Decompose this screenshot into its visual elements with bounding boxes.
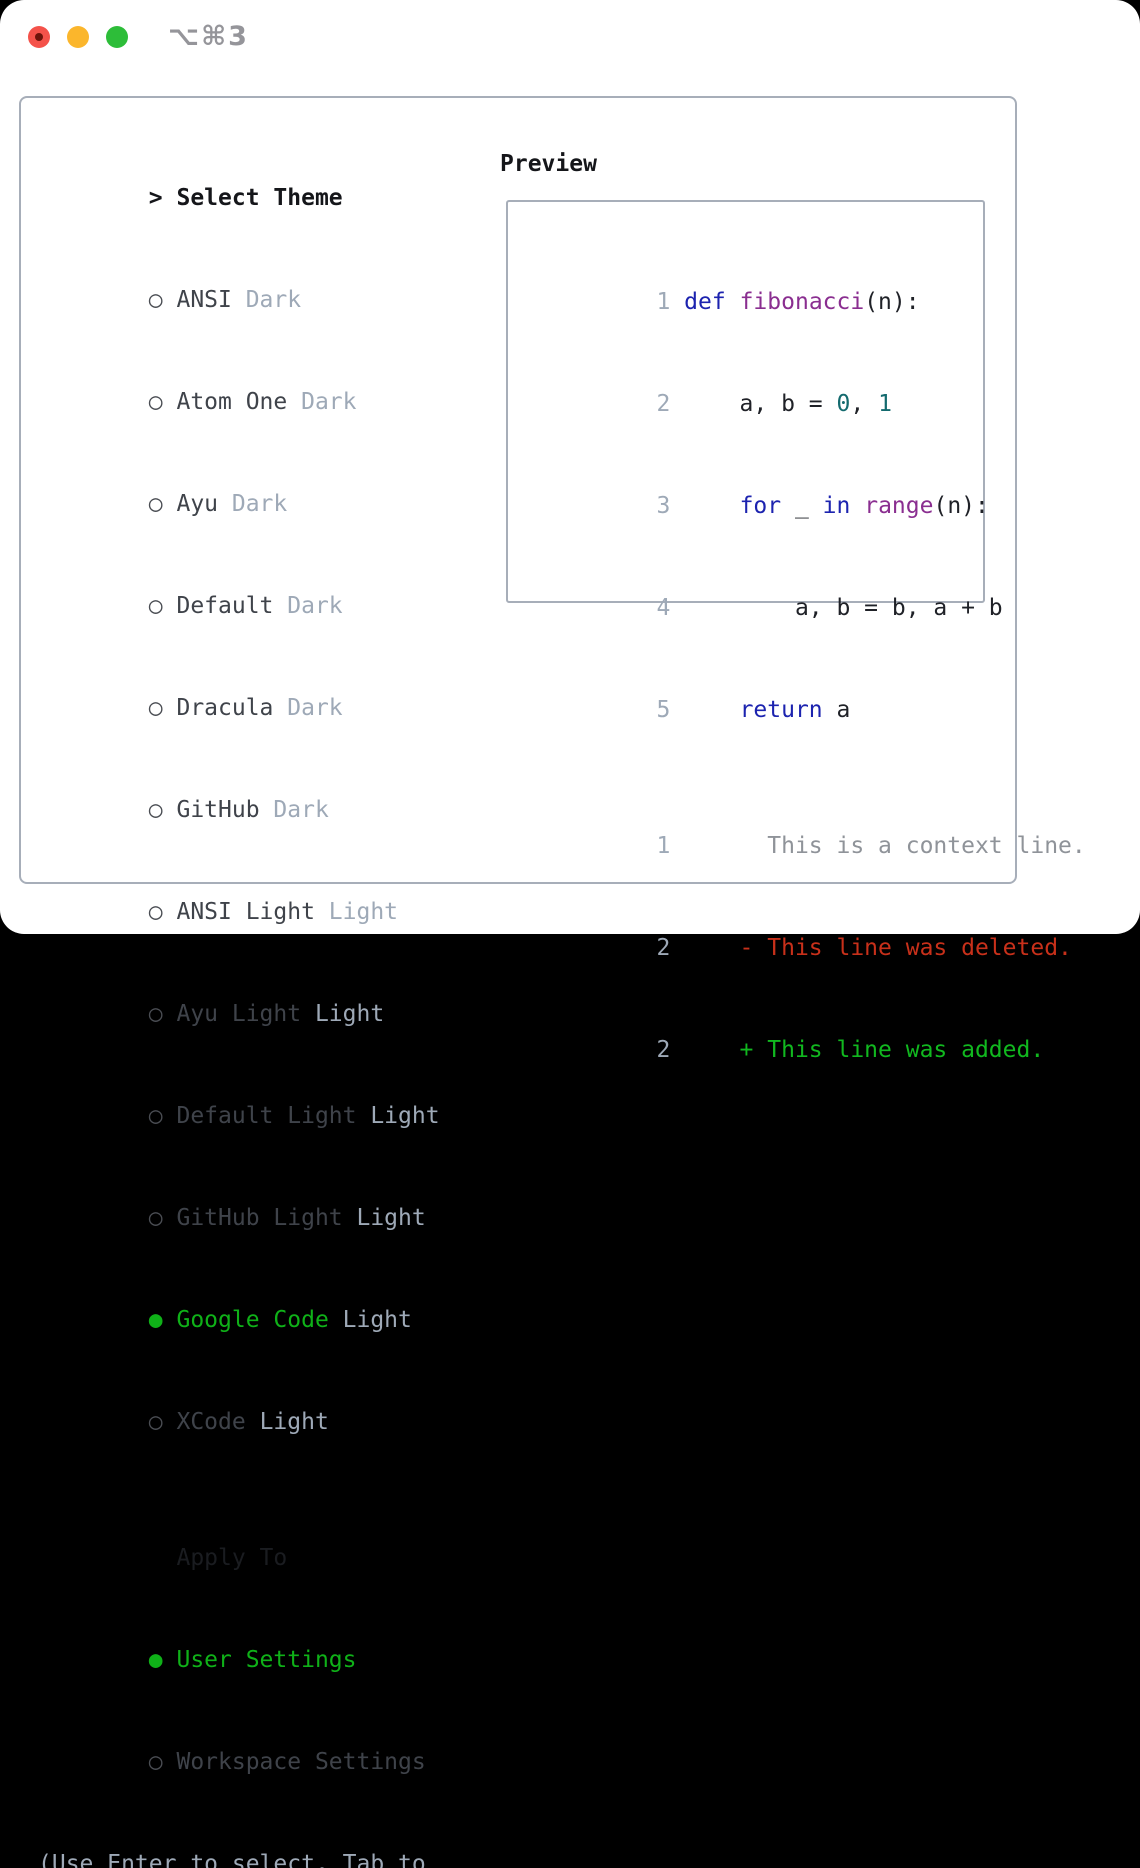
theme-variant: Light (342, 1307, 412, 1333)
line-number: 3 (656, 493, 671, 519)
theme-option-ansi-light[interactable]: ○ ANSI Light Light (38, 861, 440, 963)
radio-off-icon: ○ (148, 389, 163, 415)
theme-name: Ayu Light (176, 1001, 302, 1027)
theme-option-github-light[interactable]: ○ GitHub Light Light (38, 1167, 440, 1269)
titlebar: ⌥⌘3 (28, 21, 249, 52)
line-number: 5 (656, 697, 671, 723)
theme-variant: Light (314, 1001, 385, 1027)
theme-list-header: > Select Theme (38, 147, 440, 249)
apply-to-header: Apply To (38, 1507, 440, 1609)
radio-off-icon: ○ (148, 1001, 163, 1027)
apply-option-label: User Settings (176, 1647, 357, 1673)
radio-off-icon: ○ (148, 287, 163, 313)
theme-option-ansi-dark[interactable]: ○ ANSI Dark (38, 249, 440, 351)
theme-variant: Light (370, 1103, 440, 1129)
theme-variant: Dark (231, 491, 288, 517)
theme-name: ANSI (176, 287, 232, 313)
theme-variant: Light (356, 1205, 426, 1231)
theme-name: Default (176, 593, 274, 619)
apply-option-workspace-settings[interactable]: ○ Workspace Settings (38, 1711, 440, 1813)
window-shortcut-label: ⌥⌘3 (168, 21, 249, 52)
radio-on-icon: ● (148, 1647, 163, 1673)
close-button[interactable] (28, 26, 50, 48)
theme-variant: Light (328, 899, 399, 925)
theme-name: Dracula (176, 695, 274, 721)
spacer (38, 1473, 440, 1507)
radio-off-icon: ○ (148, 593, 163, 619)
theme-option-atom-one-dark[interactable]: ○ Atom One Dark (38, 351, 440, 453)
theme-option-default-light[interactable]: ○ Default Light Light (38, 1065, 440, 1167)
keyboard-hint: (Use Enter to select, Tab to change focu… (38, 1851, 426, 1868)
line-number: 4 (656, 595, 671, 621)
line-number: 2 (656, 1037, 671, 1063)
code-line: 2 a, b = 0, 1 (518, 353, 983, 455)
preview-title: Preview (500, 151, 597, 177)
minimize-button[interactable] (67, 26, 89, 48)
radio-off-icon: ○ (148, 695, 163, 721)
theme-name: GitHub Light (176, 1205, 343, 1231)
code-line: 3 for _ in range(n): (518, 455, 988, 557)
apply-option-label: Workspace Settings (176, 1749, 426, 1775)
theme-option-dracula-dark[interactable]: ○ Dracula Dark (38, 657, 440, 759)
theme-option-github-dark[interactable]: ○ GitHub Dark (38, 759, 440, 861)
theme-name: Ayu (176, 491, 219, 517)
theme-name: XCode (176, 1409, 246, 1435)
theme-option-google-code-selected[interactable]: ● Google Code Light (38, 1269, 440, 1371)
theme-option-ayu-dark[interactable]: ○ Ayu Dark (38, 453, 440, 555)
diff-deleted-line: 2 - This line was deleted. (518, 897, 1071, 999)
line-number: 2 (656, 935, 671, 961)
theme-variant: Dark (287, 593, 343, 619)
diff-added-line: 2 + This line was added. (518, 999, 1044, 1101)
radio-off-icon: ○ (148, 1749, 163, 1775)
apply-to-title: Apply To (176, 1545, 288, 1571)
theme-name: Default Light (176, 1103, 357, 1129)
theme-variant: Dark (273, 797, 329, 823)
radio-off-icon: ○ (148, 899, 163, 925)
spacer (38, 1813, 440, 1847)
apply-option-user-settings-selected[interactable]: ● User Settings (38, 1609, 440, 1711)
radio-on-icon: ● (148, 1307, 163, 1333)
code-line: 4 a, b = b, a + b (518, 557, 1002, 659)
theme-name: Atom One (176, 389, 288, 415)
theme-option-default-dark[interactable]: ○ Default Dark (38, 555, 440, 657)
radio-off-icon: ○ (148, 1409, 163, 1435)
theme-name: ANSI Light (176, 899, 315, 925)
theme-option-ayu-light[interactable]: ○ Ayu Light Light (38, 963, 440, 1065)
theme-name: Google Code (176, 1307, 329, 1333)
code-line: 5 return a (518, 659, 983, 761)
spacer (518, 761, 983, 795)
theme-name: GitHub (176, 797, 260, 823)
zoom-button[interactable] (106, 26, 128, 48)
theme-variant: Dark (301, 389, 357, 415)
theme-variant: Dark (287, 695, 343, 721)
radio-off-icon: ○ (148, 491, 163, 517)
radio-off-icon: ○ (148, 797, 163, 823)
radio-off-icon: ○ (148, 1103, 163, 1129)
line-number: 1 (656, 289, 671, 315)
radio-off-icon: ○ (148, 1205, 163, 1231)
diff-context-line: 1 This is a context line. (518, 795, 1085, 897)
theme-variant: Dark (245, 287, 302, 313)
theme-list-title: Select Theme (176, 185, 343, 211)
prompt-icon: > (148, 185, 163, 211)
theme-variant: Light (259, 1409, 329, 1435)
theme-option-xcode-light[interactable]: ○ XCode Light (38, 1371, 440, 1473)
line-number: 1 (656, 833, 671, 859)
line-number: 2 (656, 391, 671, 417)
